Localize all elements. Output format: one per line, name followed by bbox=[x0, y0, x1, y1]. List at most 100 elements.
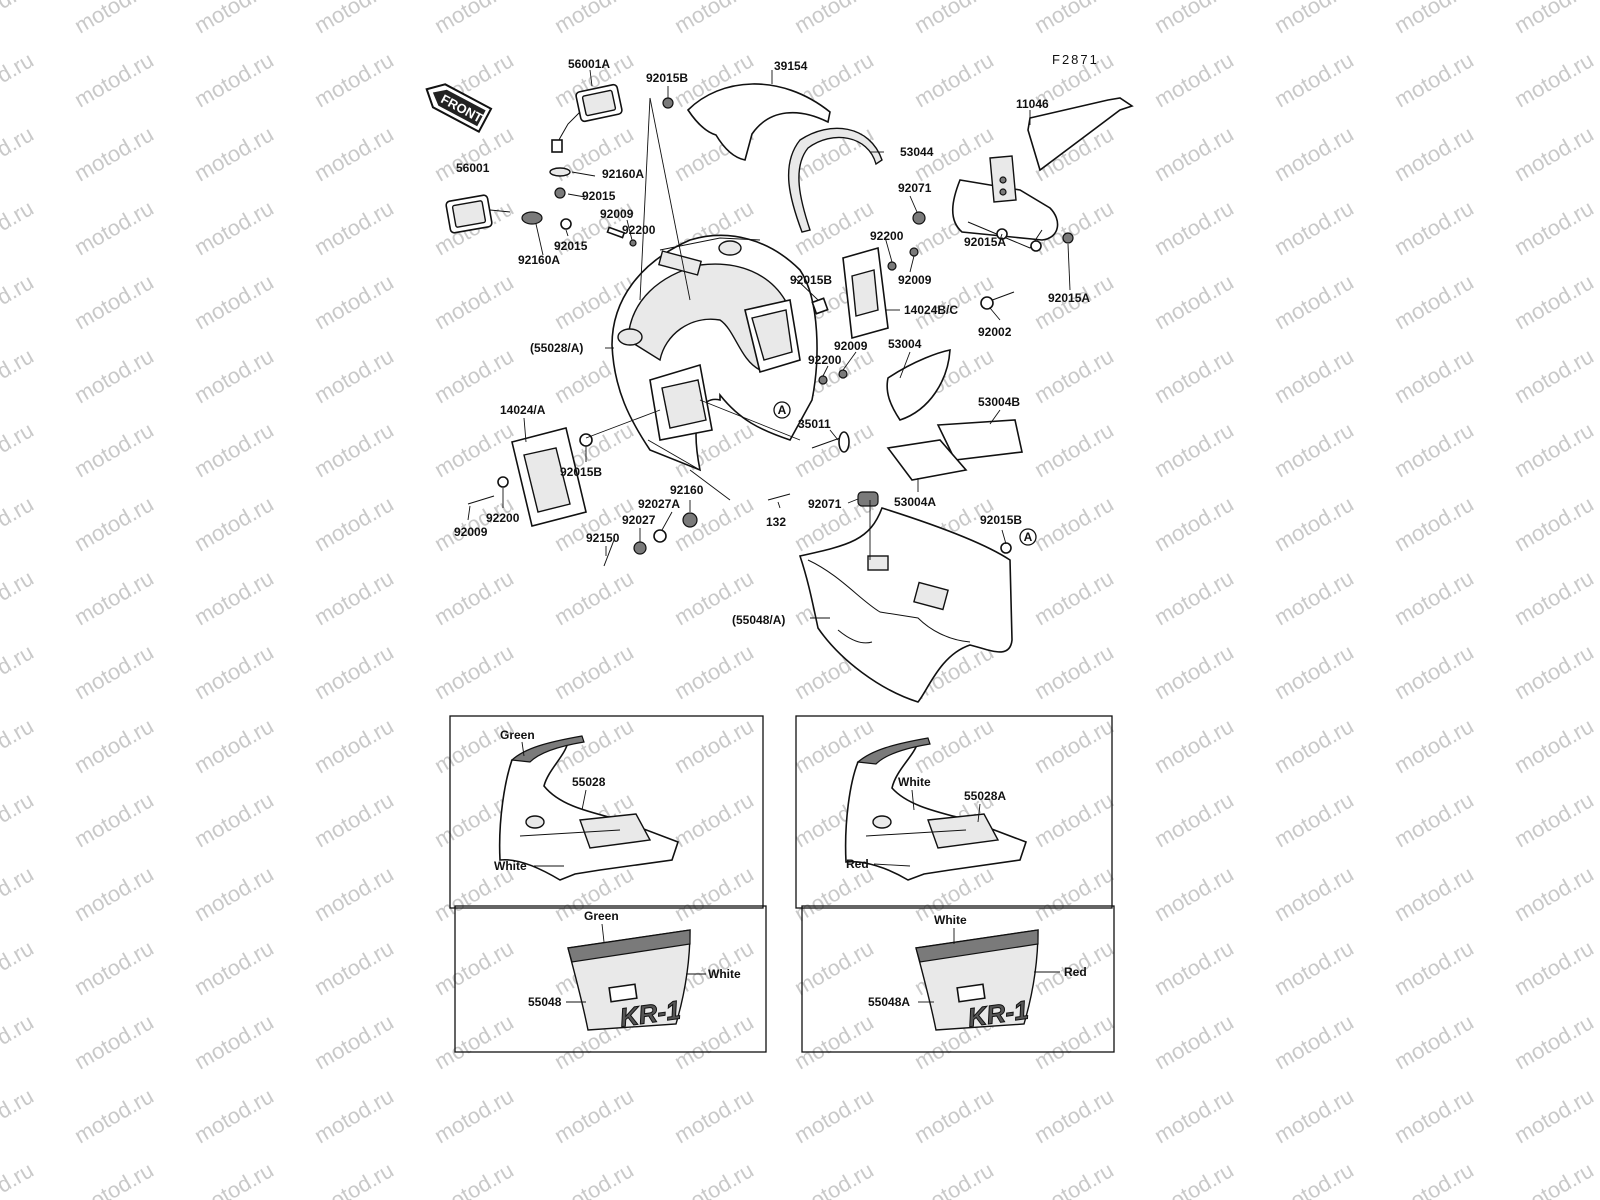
variant-right-lower-part: 55048A bbox=[868, 995, 910, 1009]
watermark-text: motod.ru bbox=[310, 1009, 398, 1074]
watermark-text: motod.ru bbox=[430, 1157, 518, 1200]
variant-right-upper-part: 55028A bbox=[964, 789, 1006, 803]
callout-92160A-top: 92160A bbox=[602, 167, 644, 181]
watermark-text: motod.ru bbox=[1510, 1009, 1598, 1074]
watermark-text: motod.ru bbox=[1510, 565, 1598, 630]
callout-92015B-right: 92015B bbox=[980, 513, 1022, 527]
callout-92015-low: 92015 bbox=[554, 239, 588, 253]
watermark-text: motod.ru bbox=[70, 861, 158, 926]
watermark-text: motod.ru bbox=[70, 1083, 158, 1148]
callout-132: 132 bbox=[766, 515, 786, 529]
watermark-text: motod.ru bbox=[0, 1083, 38, 1148]
watermark-text: motod.ru bbox=[670, 713, 758, 778]
watermark-text: motod.ru bbox=[70, 935, 158, 1000]
watermark-text: motod.ru bbox=[1030, 713, 1118, 778]
variant-left-upper-part: 55028 bbox=[572, 775, 606, 789]
watermark-text: motod.ru bbox=[1510, 639, 1598, 704]
watermark-text: motod.ru bbox=[1270, 1009, 1358, 1074]
watermark-text: motod.ru bbox=[190, 639, 278, 704]
windshield-39154 bbox=[686, 83, 831, 161]
callout-92160A-low: 92160A bbox=[518, 253, 560, 267]
callout-92009-left: 92009 bbox=[454, 525, 488, 539]
watermark-text: motod.ru bbox=[190, 121, 278, 186]
watermark-text: motod.ru bbox=[1270, 1157, 1358, 1200]
lower-cowl-55048 bbox=[798, 507, 1013, 703]
watermark-text: motod.ru bbox=[430, 269, 518, 334]
watermark-text: motod.ru bbox=[70, 1009, 158, 1074]
watermark-text: motod.ru bbox=[1030, 1009, 1118, 1074]
watermark-text: motod.ru bbox=[190, 343, 278, 408]
watermark-text: motod.ru bbox=[670, 491, 758, 556]
watermark-text: motod.ru bbox=[0, 861, 38, 926]
watermark-text: motod.ru bbox=[310, 861, 398, 926]
watermark-text: motod.ru bbox=[0, 269, 38, 334]
watermark-text: motod.ru bbox=[1270, 121, 1358, 186]
watermark-text: motod.ru bbox=[0, 565, 38, 630]
watermark-text: motod.ru bbox=[0, 491, 38, 556]
watermark-text: motod.ru bbox=[310, 0, 398, 38]
watermark-text: motod.ru bbox=[70, 713, 158, 778]
watermark-text: motod.ru bbox=[1390, 1083, 1478, 1148]
pad-53004B bbox=[936, 419, 1023, 461]
watermark-text: motod.ru bbox=[70, 565, 158, 630]
watermark-text: motod.ru bbox=[910, 1157, 998, 1200]
watermark-text: motod.ru bbox=[430, 343, 518, 408]
clip-35011 bbox=[767, 431, 850, 501]
callout-92015A-1: 92015A bbox=[964, 235, 1006, 249]
watermark-text: motod.ru bbox=[310, 491, 398, 556]
watermark-text: motod.ru bbox=[1270, 343, 1358, 408]
watermark-text: motod.ru bbox=[1390, 935, 1478, 1000]
watermark-text: motod.ru bbox=[1150, 787, 1238, 852]
svg-text:A: A bbox=[778, 403, 787, 417]
callout-92200-top: 92200 bbox=[622, 223, 656, 237]
pad-53004 bbox=[886, 349, 951, 421]
watermark-text: motod.ru bbox=[70, 417, 158, 482]
watermark-text: motod.ru bbox=[310, 417, 398, 482]
watermark-text: motod.ru bbox=[1390, 343, 1478, 408]
svg-text:A: A bbox=[1024, 530, 1033, 544]
watermark-text: motod.ru bbox=[0, 787, 38, 852]
watermark-text: motod.ru bbox=[910, 0, 998, 38]
watermark-text: motod.ru bbox=[190, 195, 278, 260]
watermark-text: motod.ru bbox=[1390, 861, 1478, 926]
pad-53004A bbox=[886, 439, 968, 481]
watermark-text: motod.ru bbox=[550, 0, 638, 38]
variant-panel-right: KR-1 White 55028A Red White Red 55048A bbox=[795, 715, 1115, 1053]
watermark-text: motod.ru bbox=[430, 935, 518, 1000]
variant-right-lower-top-color: White bbox=[934, 913, 967, 927]
watermark-text: motod.ru bbox=[910, 1083, 998, 1148]
callout-92027A: 92027A bbox=[638, 497, 680, 511]
lower-left-fasteners bbox=[467, 476, 698, 567]
watermark-text: motod.ru bbox=[1270, 269, 1358, 334]
trim-53044 bbox=[787, 127, 883, 233]
watermark-text: motod.ru bbox=[1030, 417, 1118, 482]
watermark-text: motod.ru bbox=[1270, 47, 1358, 112]
callout-92015-top: 92015 bbox=[582, 189, 616, 203]
watermark-text: motod.ru bbox=[1390, 1157, 1478, 1200]
callout-53004B: 53004B bbox=[978, 395, 1020, 409]
callout-92027: 92027 bbox=[622, 513, 656, 527]
watermark-text: motod.ru bbox=[190, 1157, 278, 1200]
watermark-text: motod.ru bbox=[670, 639, 758, 704]
watermark-text: motod.ru bbox=[550, 565, 638, 630]
callout-92150: 92150 bbox=[586, 531, 620, 545]
watermark-text: motod.ru bbox=[190, 1009, 278, 1074]
callout-92015B-left: 92015B bbox=[560, 465, 602, 479]
watermark-text: motod.ru bbox=[790, 1083, 878, 1148]
callout-35011: 35011 bbox=[798, 417, 831, 431]
callout-53004A: 53004A bbox=[894, 495, 936, 509]
watermark-text: motod.ru bbox=[1510, 0, 1598, 38]
watermark-text: motod.ru bbox=[430, 565, 518, 630]
callout-92200-c: 92200 bbox=[808, 353, 842, 367]
watermark-text: motod.ru bbox=[190, 861, 278, 926]
callout-labels: 56001A 92015B 39154 53044 11046 56001 92… bbox=[454, 57, 1090, 627]
watermark-text: motod.ru bbox=[1030, 639, 1118, 704]
watermark-text: motod.ru bbox=[70, 639, 158, 704]
watermark-text: motod.ru bbox=[310, 787, 398, 852]
callout-92009-top: 92009 bbox=[600, 207, 634, 221]
callout-92002: 92002 bbox=[978, 325, 1012, 339]
watermark-text: motod.ru bbox=[1150, 565, 1238, 630]
watermark-text: motod.ru bbox=[430, 417, 518, 482]
watermark-text: motod.ru bbox=[70, 787, 158, 852]
mirror-hardware bbox=[521, 97, 674, 247]
